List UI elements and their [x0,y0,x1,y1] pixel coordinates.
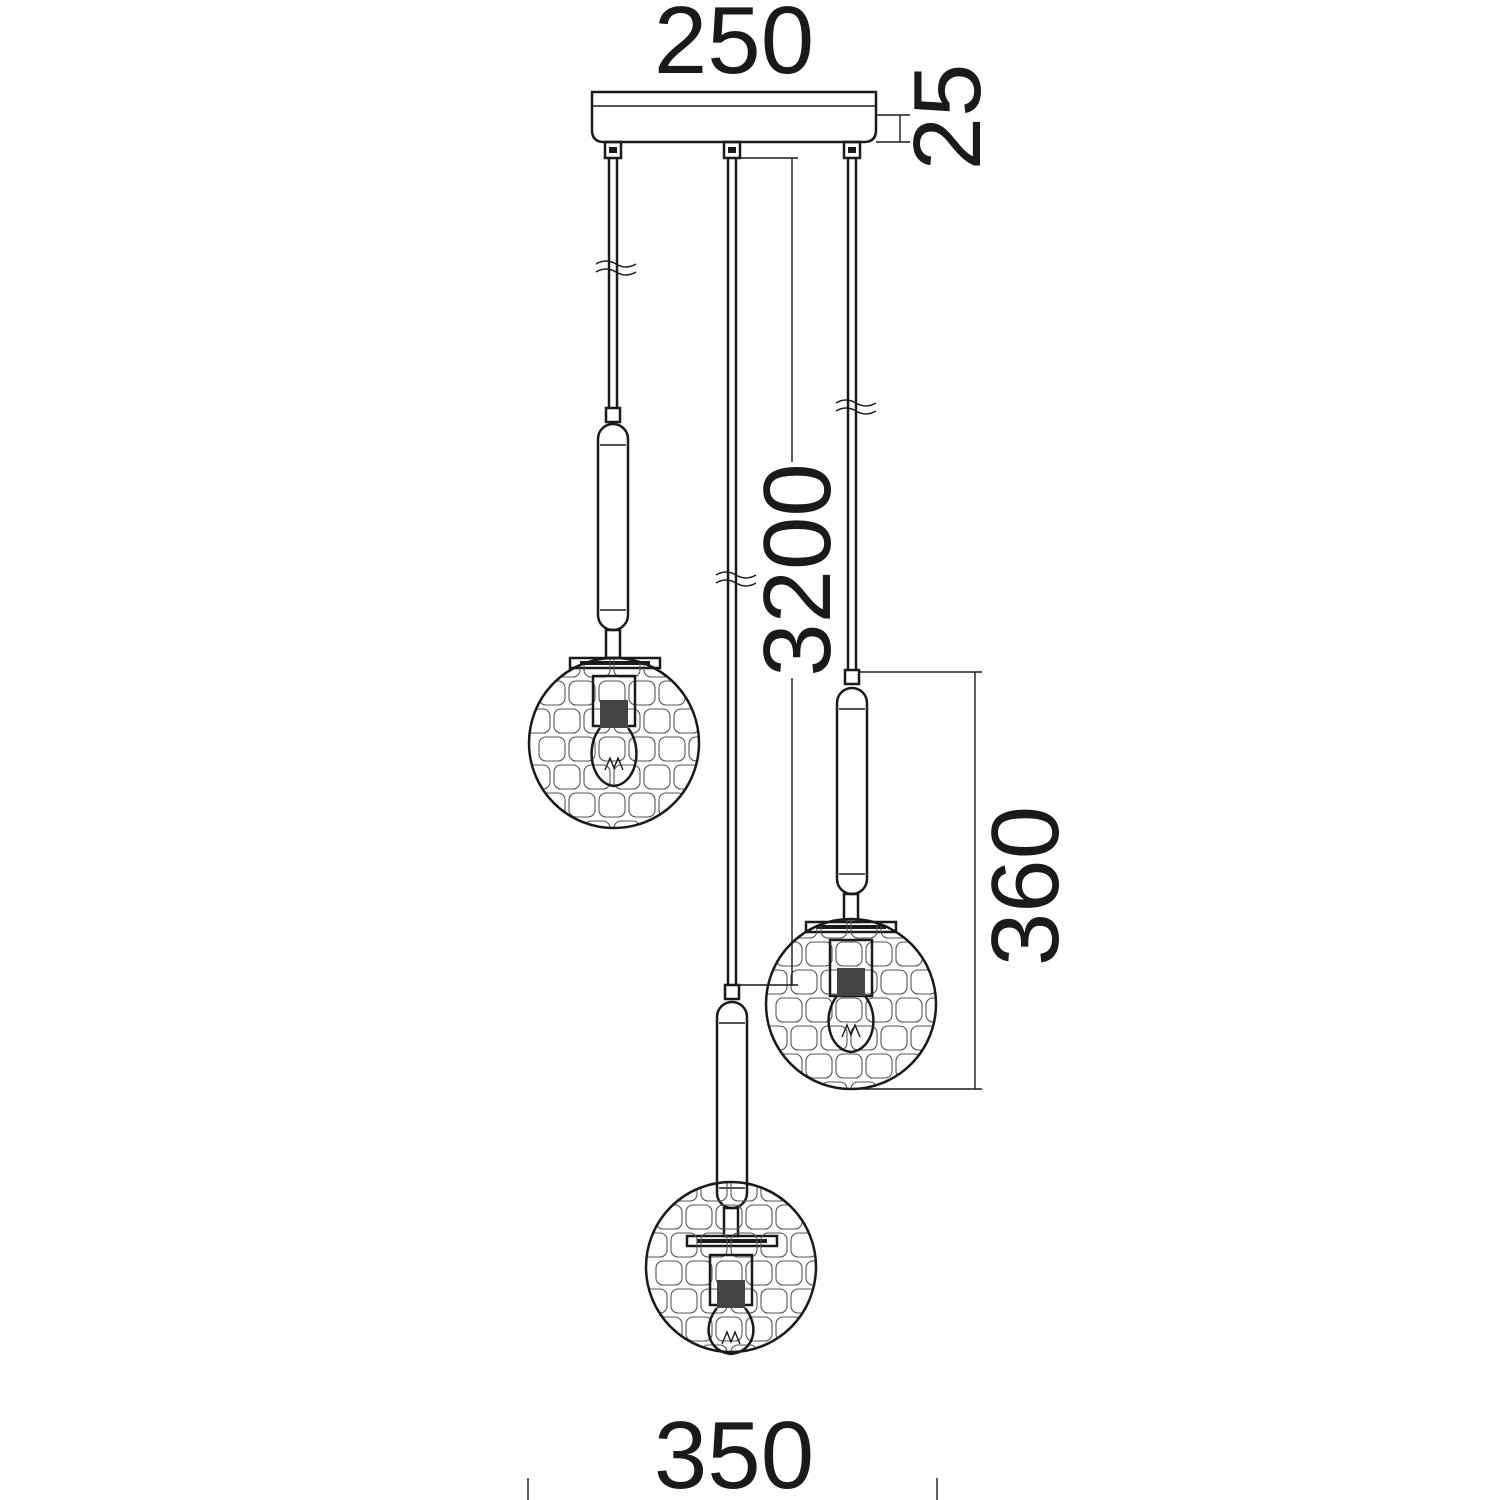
pendant-center [644,158,818,1356]
dimension-canopy-height: 25 [876,64,1001,171]
glass-globe-left [527,656,701,830]
canopy-height-label: 25 [894,64,1001,171]
cable-length-label: 3200 [744,463,851,677]
bulb-center [707,1253,755,1356]
dimension-cluster-diameter: 350 [527,1402,938,1500]
ceiling-canopy [590,90,878,160]
glass-pattern-right [766,919,936,1089]
cluster-diameter-label: 350 [654,1402,814,1500]
glass-globe-center [644,1180,818,1354]
glass-pattern-center [646,1182,816,1352]
canopy-width-label: 250 [654,0,814,94]
pendant-left [527,158,701,830]
dimension-canopy-width: 250 [654,0,814,94]
glass-pattern-left [529,658,699,828]
shade-height-label: 360 [972,806,1079,966]
bulb-left [590,674,638,788]
glass-globe-right [764,917,938,1091]
dimension-shade-height: 360 [860,671,1079,1090]
dimension-cable-length: 3200 [740,157,851,986]
bulb-right [827,938,875,1054]
